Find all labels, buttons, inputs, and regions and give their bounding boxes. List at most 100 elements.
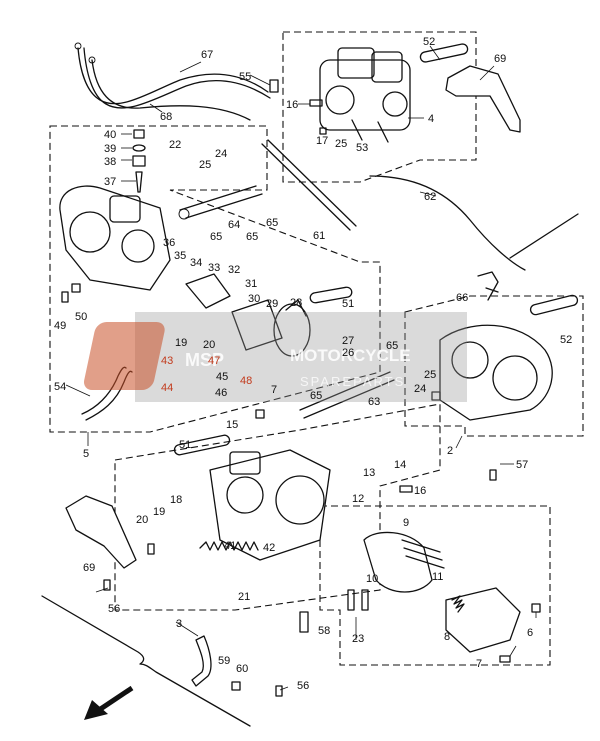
group-outline-airbox	[319, 505, 551, 666]
callout-32: 32	[228, 264, 240, 276]
callout-21: 21	[238, 591, 250, 603]
callout-60: 60	[236, 663, 248, 675]
throttle-rod-62-b	[509, 213, 579, 259]
callout-17: 17	[316, 135, 328, 147]
callout-46: 46	[215, 387, 227, 399]
group-outline-5	[49, 125, 381, 433]
callout-40: 40	[104, 129, 116, 141]
callout-67: 67	[201, 49, 213, 61]
callout-20-mid: 20	[203, 339, 215, 351]
callout-29: 29	[266, 298, 278, 310]
callout-24-left: 24	[215, 148, 227, 160]
callout-11: 11	[432, 571, 443, 583]
callout-42: 42	[263, 542, 275, 554]
callout-25-top: 25	[335, 138, 347, 150]
callout-51-upper: 51	[342, 298, 354, 310]
callout-58: 58	[318, 625, 330, 637]
callout-56-bottom: 56	[297, 680, 309, 692]
callout-65-e: 65	[310, 390, 322, 402]
carburetor-middle-parts	[185, 273, 311, 357]
callout-30: 30	[248, 293, 260, 305]
callout-18: 18	[170, 494, 182, 506]
callout-54: 54	[54, 381, 66, 393]
watermark-logo-text: MSP	[185, 350, 224, 370]
pipe-51-upper	[309, 286, 353, 304]
callout-13: 13	[363, 467, 375, 479]
callout-19-mid: 19	[175, 337, 187, 349]
callout-2: 2	[447, 445, 453, 457]
callout-5: 5	[83, 448, 89, 460]
watermark-line-1: MOTORCYCLE	[290, 346, 411, 365]
callout-52-right: 52	[560, 334, 572, 346]
group-outline-3	[114, 403, 441, 611]
callout-61: 61	[313, 230, 325, 242]
group-outline-4	[282, 31, 477, 183]
callout-48: 48	[240, 375, 252, 387]
cable-end-67	[74, 42, 82, 50]
pipe-51-lower	[173, 434, 231, 456]
throttle-cable-68	[91, 59, 251, 121]
callout-64: 64	[228, 219, 240, 231]
callout-38: 38	[104, 156, 116, 168]
pipe-52-right	[529, 294, 579, 316]
needle-valve-stack	[132, 129, 146, 193]
bracket-66	[477, 271, 499, 301]
part-drawings	[59, 42, 579, 697]
bracket-69-lower	[65, 495, 137, 569]
callout-41: 41	[224, 540, 236, 552]
callout-6: 6	[527, 627, 533, 639]
carburetor-upper	[319, 47, 411, 143]
pipe-64-end	[178, 208, 190, 220]
callout-3: 3	[176, 618, 182, 630]
throttle-cable-67-b	[83, 47, 271, 109]
callout-25-left: 25	[199, 159, 211, 171]
callout-25-right: 25	[424, 369, 436, 381]
watermark-line-2: SPAREPARTS	[300, 374, 405, 389]
callout-66: 66	[456, 292, 468, 304]
throttle-rod-62	[369, 175, 526, 271]
bracket-69-upper	[445, 65, 521, 133]
callout-68: 68	[160, 111, 172, 123]
callout-7-mid: 7	[271, 384, 277, 396]
carburetor-lower	[209, 449, 331, 561]
callout-65-a: 65	[266, 217, 278, 229]
callout-44: 44	[161, 382, 173, 394]
callout-62: 62	[424, 191, 436, 203]
callout-31: 31	[245, 278, 257, 290]
front-arrow-icon	[84, 685, 134, 720]
callout-69-lower: 69	[83, 562, 95, 574]
link-rod-61	[261, 139, 357, 231]
spring-21	[199, 541, 259, 551]
callout-10: 10	[366, 573, 378, 585]
callout-39: 39	[104, 143, 116, 155]
callout-9: 9	[403, 517, 409, 529]
callout-14: 14	[394, 459, 406, 471]
callout-23: 23	[352, 633, 364, 645]
callout-47: 47	[208, 355, 220, 367]
callout-53: 53	[356, 142, 368, 154]
callout-43: 43	[161, 355, 173, 367]
link-rod-63	[299, 371, 395, 419]
pipe-52-top	[419, 43, 469, 63]
callout-4: 4	[428, 113, 434, 125]
watermark-band	[135, 312, 467, 402]
callouts: 67 68 55 52 69 16 4 17 25 53 40 39 38 37…	[54, 36, 572, 692]
small-hardware	[61, 79, 541, 697]
callout-50: 50	[75, 311, 87, 323]
piston-10	[363, 531, 445, 593]
callout-36: 36	[163, 237, 175, 249]
callout-65-c: 65	[246, 231, 258, 243]
fuel-pipe-64	[179, 185, 263, 219]
callout-45: 45	[216, 371, 228, 383]
watermark: MSP MOTORCYCLE SPAREPARTS	[84, 312, 467, 402]
callout-56-mid: 56	[108, 603, 120, 615]
cover-8	[445, 587, 521, 653]
callout-63: 63	[368, 396, 380, 408]
callout-57: 57	[516, 459, 528, 471]
callout-24-right: 24	[414, 383, 426, 395]
leader-lines	[65, 45, 537, 691]
callout-55: 55	[239, 71, 251, 83]
callout-20-lower: 20	[136, 514, 148, 526]
callout-16-lower: 16	[414, 485, 426, 497]
lever-59	[191, 635, 212, 687]
